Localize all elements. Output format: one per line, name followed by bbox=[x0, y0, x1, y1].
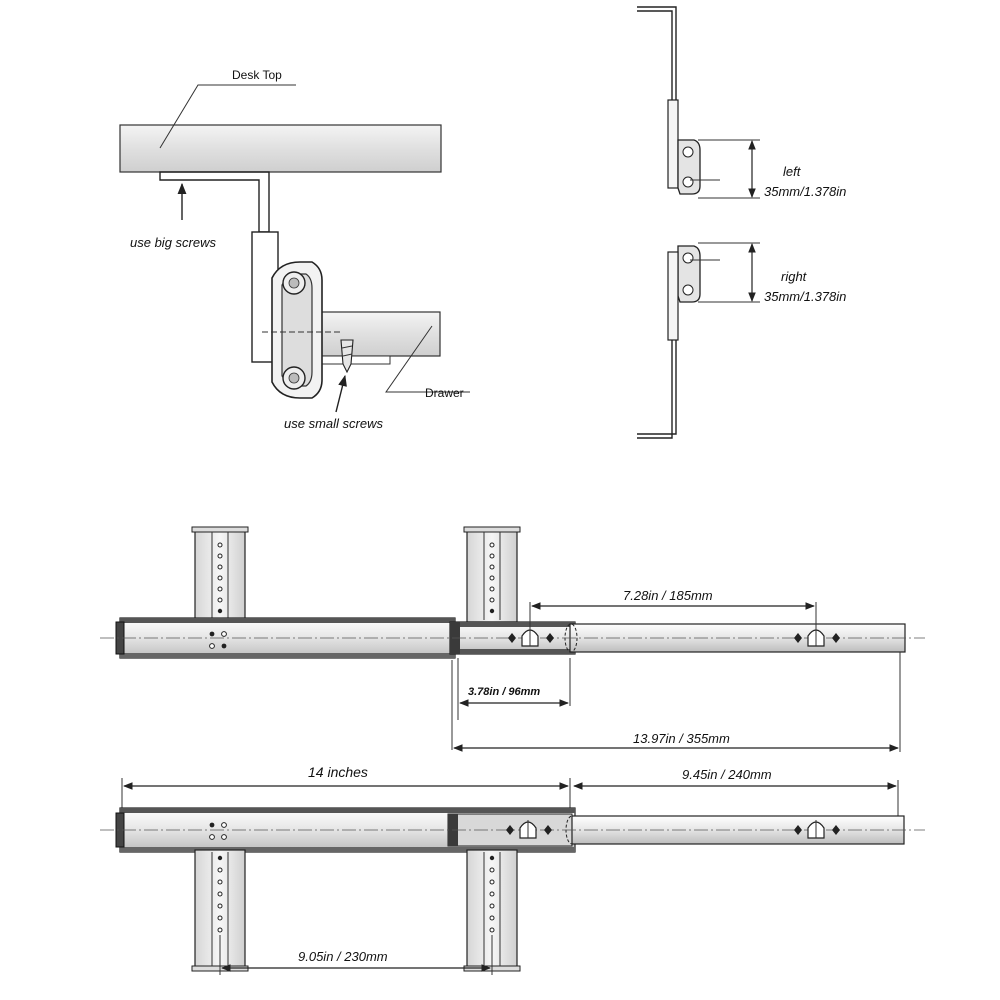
drawer-board bbox=[317, 311, 441, 357]
right-dimension-value: 35mm/1.378in bbox=[764, 289, 846, 304]
small-screws-arrow bbox=[335, 374, 347, 413]
mounting-bracket bbox=[159, 171, 270, 233]
right-side-view: right 35mm/1.378in bbox=[637, 242, 846, 439]
travel-value: 9.45in / 240mm bbox=[682, 767, 772, 782]
drawer-leader bbox=[385, 325, 470, 393]
extension-value: 13.97in / 355mm bbox=[633, 731, 730, 746]
extended-slide-view: 7.28in / 185mm 3.78in / 96mm 13.97in / 3… bbox=[100, 526, 925, 752]
left-bracket-top bbox=[637, 6, 677, 100]
desk-top-leader bbox=[159, 84, 296, 149]
closed-slide-view: 14 inches 9.45in / 240mm bbox=[100, 764, 925, 975]
inner-offset-value: 3.78in / 96mm bbox=[468, 686, 540, 698]
right-bracket-bottom bbox=[637, 340, 677, 435]
desk-top-board bbox=[119, 124, 442, 173]
small-screw bbox=[340, 339, 354, 374]
left-dimension-value: 35mm/1.378in bbox=[764, 184, 846, 199]
right-label: right bbox=[781, 269, 808, 284]
bracket-holes-top bbox=[217, 542, 495, 614]
desk-top-label: Desk Top bbox=[232, 68, 282, 82]
left-side-view: left 35mm/1.378in bbox=[637, 6, 846, 199]
drawer-label: Drawer bbox=[425, 386, 464, 400]
cross-section-view: Desk Top use big screws Drawer use small… bbox=[119, 68, 470, 431]
left-label: left bbox=[783, 164, 802, 179]
hole-spacing-value: 7.28in / 185mm bbox=[623, 588, 713, 603]
length-value: 14 inches bbox=[308, 764, 368, 780]
bracket-spacing-value: 9.05in / 230mm bbox=[298, 949, 388, 964]
big-screws-label: use big screws bbox=[130, 235, 216, 250]
bracket-holes-bottom bbox=[217, 855, 495, 933]
small-screws-label: use small screws bbox=[284, 416, 383, 431]
